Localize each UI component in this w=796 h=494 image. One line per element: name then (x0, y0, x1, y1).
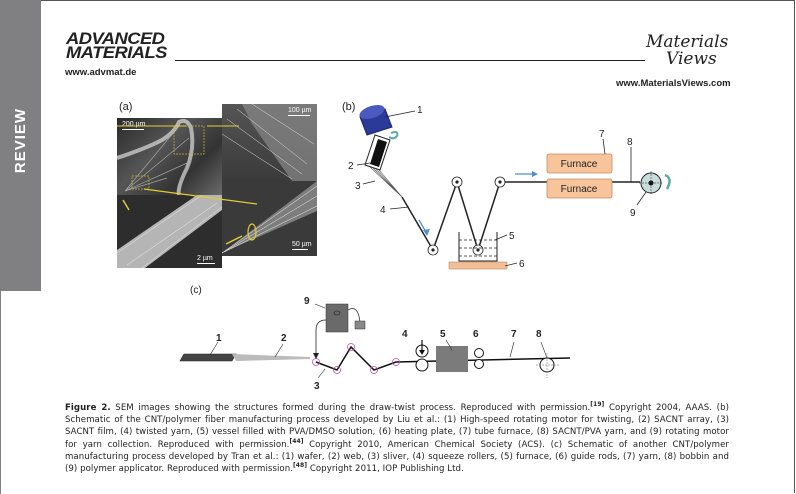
caption-label: Figure 2. (65, 403, 111, 413)
scale-bar-200um: 200 µm (122, 121, 146, 130)
callout-b-2: 2 (348, 161, 354, 172)
panel-b-schematic: (b) 1 2 3 4 5 6 Furnace Furnace 7 8 (342, 101, 671, 270)
sacnt-film (369, 166, 403, 198)
panel-a-zoom-arrows (117, 125, 258, 205)
reference-19[interactable]: [19] (590, 401, 605, 409)
callout-c-8: 8 (536, 329, 542, 340)
rotating-motor (359, 105, 393, 136)
callout-b-4: 4 (380, 205, 386, 216)
callout-c-1: 1 (216, 333, 222, 344)
yarn-path (401, 179, 640, 253)
publisher-logo: Materials Views (646, 34, 728, 68)
guide-rods (474, 348, 484, 369)
web (232, 354, 310, 361)
section-label-text: REVIEW (12, 107, 30, 173)
wafer (179, 353, 237, 362)
furnace-top-label: Furnace (561, 159, 598, 170)
callout-b-7: 7 (599, 129, 605, 140)
callout-b-9: 9 (630, 208, 636, 219)
collection-motor (639, 171, 663, 195)
polymer-applicator (313, 303, 366, 359)
panel-a-label: (a) (119, 101, 133, 113)
reference-48[interactable]: [48] (293, 462, 308, 470)
figure-caption: Figure 2. SEM images showing the structu… (65, 402, 729, 475)
journal-logo-line1: ADVANCED (66, 29, 165, 48)
section-side-band (0, 0, 41, 291)
sem-image-yarn-closeup: 2 µm (117, 195, 222, 268)
journal-url[interactable]: www.advmat.de (65, 67, 137, 78)
caption-text-1: SEM images showing the structures formed… (110, 403, 591, 413)
sem-image-overview: 200 µm (117, 118, 222, 195)
publisher-logo-line1: Materials (646, 32, 729, 52)
furnace-block (436, 346, 468, 372)
pva-vessel (458, 232, 498, 262)
callout-c-7: 7 (511, 329, 517, 340)
callout-c-6: 6 (473, 329, 479, 340)
callout-c-4: 4 (402, 329, 408, 340)
caption-text-3: Copyright 2010, American Chemical Societ… (65, 439, 730, 475)
guide-rollers (427, 176, 506, 256)
sacnt-array-holder (364, 134, 391, 171)
tube-furnace: Furnace Furnace (546, 153, 613, 199)
callout-c-3: 3 (314, 381, 320, 392)
publisher-logo-line2: Views (666, 49, 717, 69)
heating-plate (448, 261, 508, 270)
panel-c-schematic: (c) 1 2 3 9 4 5 6 7 8 (179, 285, 571, 392)
callout-b-5: 5 (509, 231, 515, 242)
callout-b-3: 3 (355, 181, 361, 192)
sem-image-twist-point: 50 µm (222, 181, 317, 256)
header-rule (175, 60, 645, 61)
caption-text-4: Copyright 2011, IOP Publishing Ltd. (307, 464, 464, 475)
sem-overview-graphic (117, 118, 205, 195)
side-margin-line (0, 291, 1, 494)
scale-bar-100um: 100 µm (288, 107, 312, 116)
callout-c-5: 5 (440, 329, 446, 340)
panel-b-label: (b) (342, 101, 355, 113)
caption-text-2: Copyright 2004, AAAS. (b) Schematic of t… (65, 403, 729, 450)
furnace-bottom-label: Furnace (561, 184, 598, 195)
sem-twist-graphic (222, 181, 317, 254)
callout-b-8: 8 (627, 137, 633, 148)
callout-b-1: 1 (417, 105, 423, 116)
journal-logo-line2: MATERIALS (66, 43, 167, 62)
rotation-arrow-icon (388, 131, 399, 140)
collection-rotation-icon (664, 173, 671, 190)
reference-44[interactable]: [44] (289, 437, 304, 445)
callout-c-2: 2 (281, 333, 287, 344)
scale-bar-50um: 50 µm (292, 241, 312, 250)
publisher-url[interactable]: www.MaterialsViews.com (616, 78, 731, 89)
section-label: REVIEW (8, 104, 34, 176)
panel-c-label: (c) (190, 285, 202, 296)
journal-logo: ADVANCED MATERIALS (66, 30, 167, 61)
scale-bar-2um: 2 µm (197, 255, 215, 264)
sem-image-array-edge: 100 µm (222, 104, 317, 181)
sem-yarn-graphic (117, 195, 222, 268)
callout-b-6: 6 (519, 259, 525, 270)
callout-c-9: 9 (304, 296, 310, 307)
sem-array-graphic (222, 104, 317, 181)
sliver-guides (312, 343, 400, 374)
